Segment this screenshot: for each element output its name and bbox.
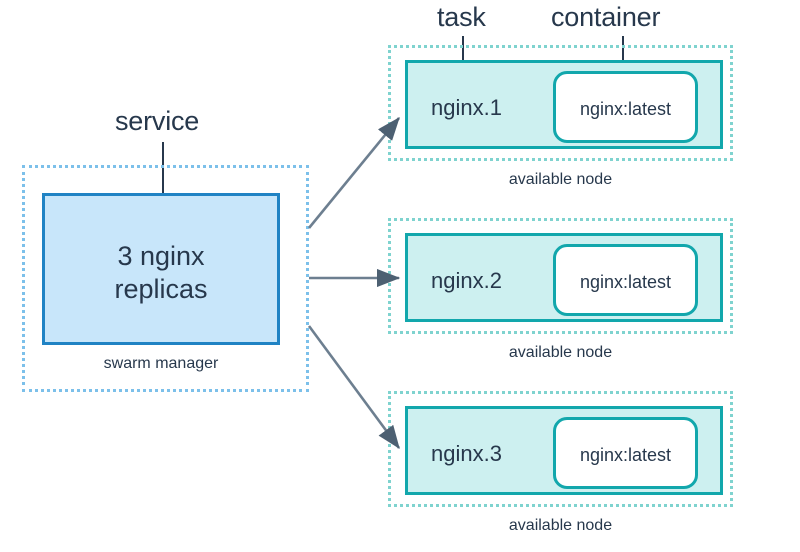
arrow-to-node-1 [307,116,401,229]
container-box-3[interactable]: nginx:latest [553,417,698,489]
task-box-1[interactable]: nginx.1 nginx:latest [405,60,723,149]
node-caption-1: available node [508,171,613,188]
swarm-manager-caption: swarm manager [103,355,219,372]
swarm-manager-group [22,165,309,392]
leader-line-service [162,142,164,230]
arrow-to-node-3 [307,325,401,450]
container-box-2[interactable]: nginx:latest [553,244,698,316]
annotation-label-service: service [115,106,200,136]
container-label-1: nginx:latest [579,99,672,119]
task-label-2: nginx.2 [431,268,502,293]
annotation-label-task: task [437,2,486,32]
node-caption-2: available node [508,344,613,361]
node-caption-3: available node [508,517,613,534]
task-box-2[interactable]: nginx.2 nginx:latest [405,233,723,322]
annotation-label-container: container [551,2,661,32]
task-label-1: nginx.1 [431,95,502,120]
task-label-3: nginx.3 [431,441,502,466]
container-label-3: nginx:latest [579,445,672,465]
task-box-3[interactable]: nginx.3 nginx:latest [405,406,723,495]
container-box-1[interactable]: nginx:latest [553,71,698,143]
service-label: 3 nginx replicas [114,241,208,304]
container-label-2: nginx:latest [579,272,672,292]
service-box[interactable]: 3 nginx replicas [42,193,280,345]
node-group-1 [388,45,733,161]
